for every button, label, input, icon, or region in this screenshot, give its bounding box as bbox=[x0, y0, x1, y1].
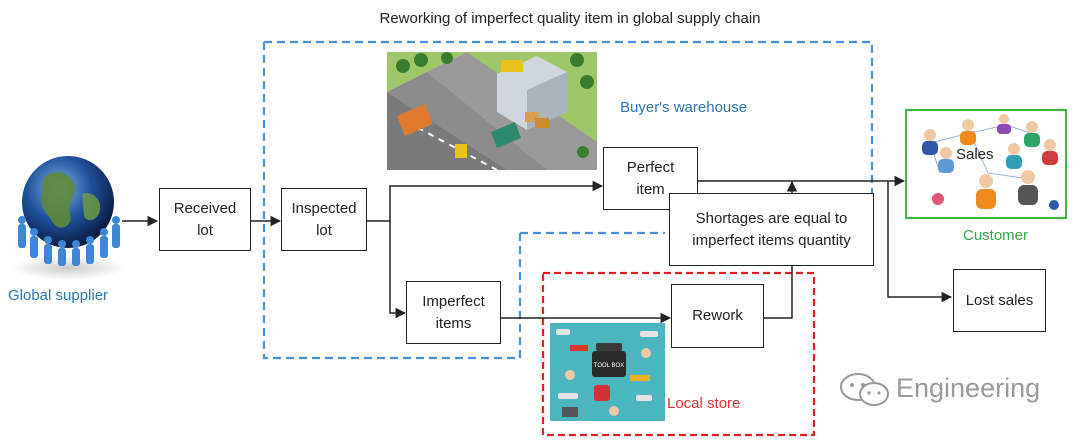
imperfect-items-box: Imperfect items bbox=[406, 281, 501, 344]
sales-label: Sales bbox=[956, 146, 994, 163]
local-store-region bbox=[541, 271, 816, 437]
customer-label: Customer bbox=[963, 227, 1029, 244]
customer-frame bbox=[905, 109, 1067, 219]
arrow-inspected-imperfect bbox=[389, 221, 407, 319]
diagram-title: Reworking of imperfect quality item in g… bbox=[379, 10, 761, 27]
customer-illustration bbox=[910, 113, 1064, 213]
toolbox-label: TOOL BOX bbox=[594, 363, 624, 369]
watermark-text: Engineering bbox=[896, 373, 1041, 403]
rework-box: Rework bbox=[671, 284, 764, 348]
received-lot-box: Received lot bbox=[159, 188, 251, 251]
buyers-warehouse-region bbox=[262, 40, 874, 360]
local-store-label: Local store bbox=[667, 395, 741, 412]
arrow-inspected-perfect bbox=[366, 180, 604, 222]
globe-icon bbox=[10, 156, 126, 280]
global-supplier-label: Global supplier bbox=[8, 287, 109, 304]
arrow-lost-sales bbox=[887, 181, 953, 303]
local-store-illustration: TOOL BOX bbox=[550, 323, 665, 421]
lost-sales-box: Lost sales bbox=[953, 269, 1046, 332]
wechat-icon bbox=[840, 373, 889, 406]
buyers-warehouse-label: Buyer's warehouse bbox=[620, 99, 748, 116]
shortages-box: Shortages are equal to imperfect items q… bbox=[669, 193, 874, 266]
inspected-lot-box: Inspected lot bbox=[281, 188, 367, 251]
warehouse-illustration bbox=[387, 52, 597, 170]
